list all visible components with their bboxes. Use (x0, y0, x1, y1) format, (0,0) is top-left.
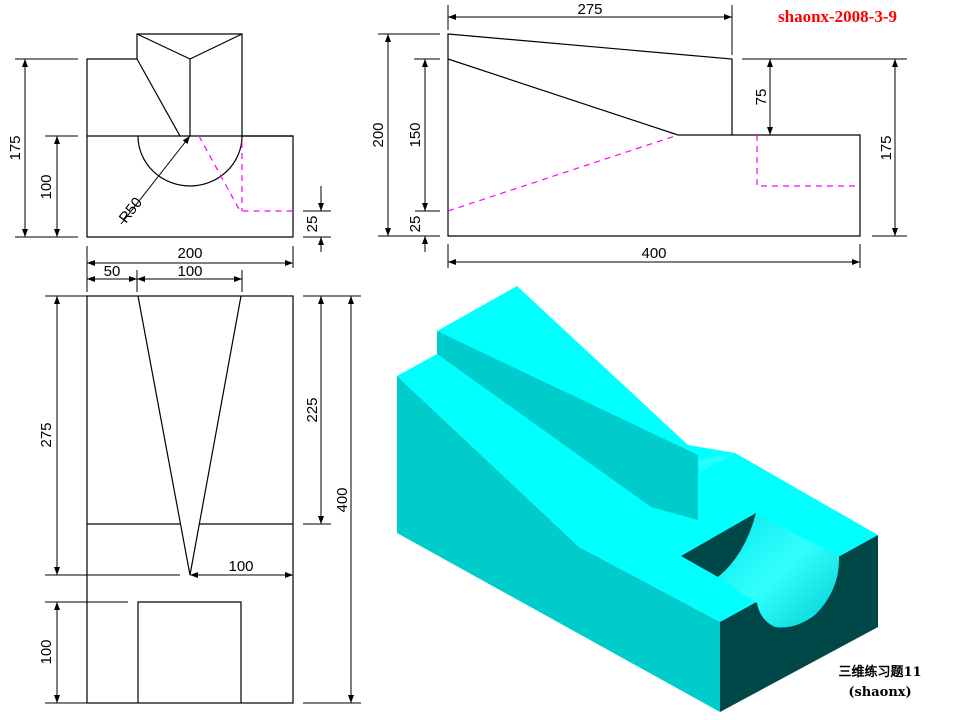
caption-title: 三维练习题11 (838, 664, 921, 680)
dim-400v: 400 (334, 487, 351, 512)
cylinder-cut-surface (718, 513, 840, 628)
dim-400: 400 (641, 245, 666, 262)
left-face (397, 376, 720, 712)
dim-275: 275 (577, 1, 602, 18)
slot-opening (681, 513, 756, 577)
dim-100w: 100 (228, 558, 253, 575)
top-view: 275 100 100 225 400 (38, 295, 361, 704)
side-view: 275 200 150 25 75 175 400 (370, 1, 907, 268)
groove-inner-wall (437, 331, 698, 520)
dim-175: 175 (7, 135, 24, 160)
dim-25: 25 (304, 216, 321, 233)
front-semicircle (137, 135, 243, 187)
dim-200v: 200 (370, 122, 387, 147)
top-v-groove (87, 295, 293, 576)
top-outline (86, 295, 294, 704)
dim-75: 75 (753, 89, 770, 106)
dim-175s: 175 (878, 135, 895, 160)
front-ext-lines (15, 58, 78, 238)
radius-label: R50 (116, 194, 146, 226)
dim-line-25 (303, 186, 331, 252)
dim-25s: 25 (407, 216, 424, 233)
side-ext-lines (378, 5, 907, 268)
radius-leader (120, 135, 191, 225)
side-outline (447, 33, 861, 237)
dim-225: 225 (304, 397, 321, 422)
side-hidden-lines (447, 134, 860, 212)
front-view: R50 175 100 25 200 50 100 (7, 33, 331, 292)
front-hidden-lines (198, 135, 293, 212)
dim-150: 150 (407, 122, 424, 147)
top-ext-lines (45, 295, 361, 704)
dim-100: 100 (38, 174, 55, 199)
isometric-model (397, 286, 878, 712)
drawing-title: shaonx-2008-3-9 (778, 7, 897, 26)
dim-50: 50 (104, 263, 121, 280)
front-prism-lines (87, 33, 293, 137)
caption-author: (shaonx) (848, 685, 911, 700)
side-slope (447, 58, 732, 136)
dim-200: 200 (177, 245, 202, 262)
dim-275v: 275 (38, 422, 55, 447)
groove-end-facet (698, 453, 735, 472)
front-ext-vertical (86, 246, 294, 292)
dim-100h: 100 (177, 263, 202, 280)
dim-100t: 100 (38, 639, 55, 664)
top-slot (137, 601, 242, 703)
